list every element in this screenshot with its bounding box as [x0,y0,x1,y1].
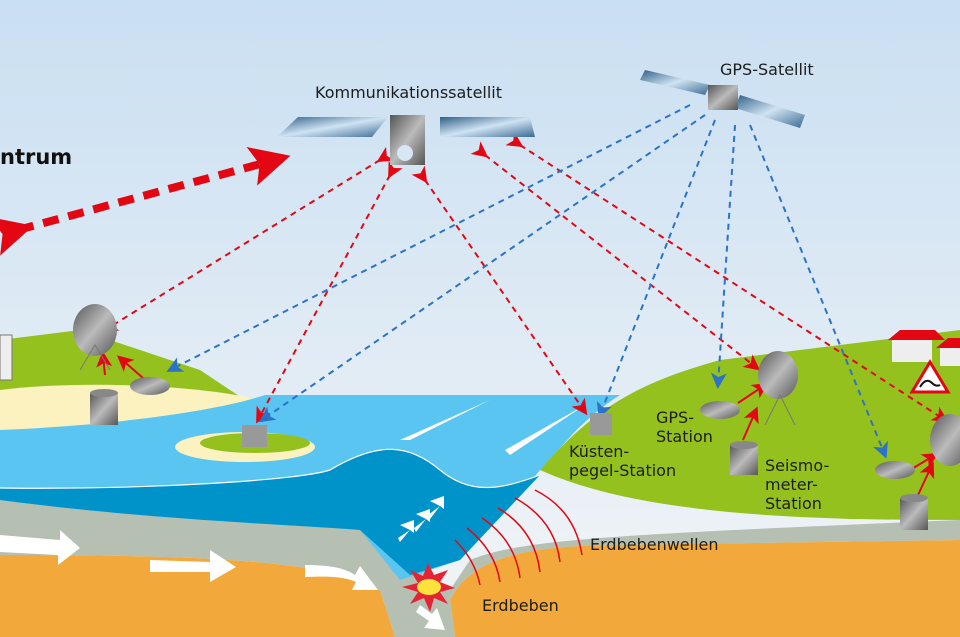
antenna-dish-icon [930,414,960,466]
tide-station-label: Küsten- pegel-Station [569,442,677,480]
uplift-arrows [398,496,444,542]
left-beach [0,384,260,440]
sea-deep [0,449,540,575]
seismometer-station-label: Seismo- meter- Station [765,456,830,513]
data-center-title: ntrum [0,145,73,169]
earthquake-label: Erdbeben [482,596,559,615]
gps-station-label: GPS- Station [656,408,713,446]
data-center-link [0,147,291,256]
mantle-left [0,555,395,637]
antenna-dish-icon [758,351,798,426]
gps-receiver-icon [875,461,915,479]
seismometer-icon [730,441,758,475]
data-center-building [0,334,13,381]
seismometer-icon [900,494,928,530]
mantle-right [450,540,960,637]
communication-satellite-icon [277,115,535,165]
plate-motion-arrows [0,530,445,630]
gps-receiver-icon [700,401,740,419]
earthquake-burst-icon [402,563,455,612]
tide-gauge-icon [590,413,612,435]
seismometer-icon [90,389,118,425]
tsunami-warning-icon [909,359,951,394]
communication-links [101,131,949,424]
gps-receiver-icon [130,377,170,395]
comm-satellite-label: Kommunikationssatellit [315,83,503,102]
tide-gauge-icon [242,425,267,447]
seismic-waves [454,489,583,586]
house-icon [936,338,960,366]
house-icon [888,330,945,362]
crust [0,500,960,637]
gps-links [166,104,888,459]
antenna-dish-icon [73,304,117,371]
seismic-waves-label: Erdbebenwellen [590,535,719,554]
gps-satellite-label: GPS-Satellit [720,60,814,79]
gps-satellite-icon [640,70,805,128]
